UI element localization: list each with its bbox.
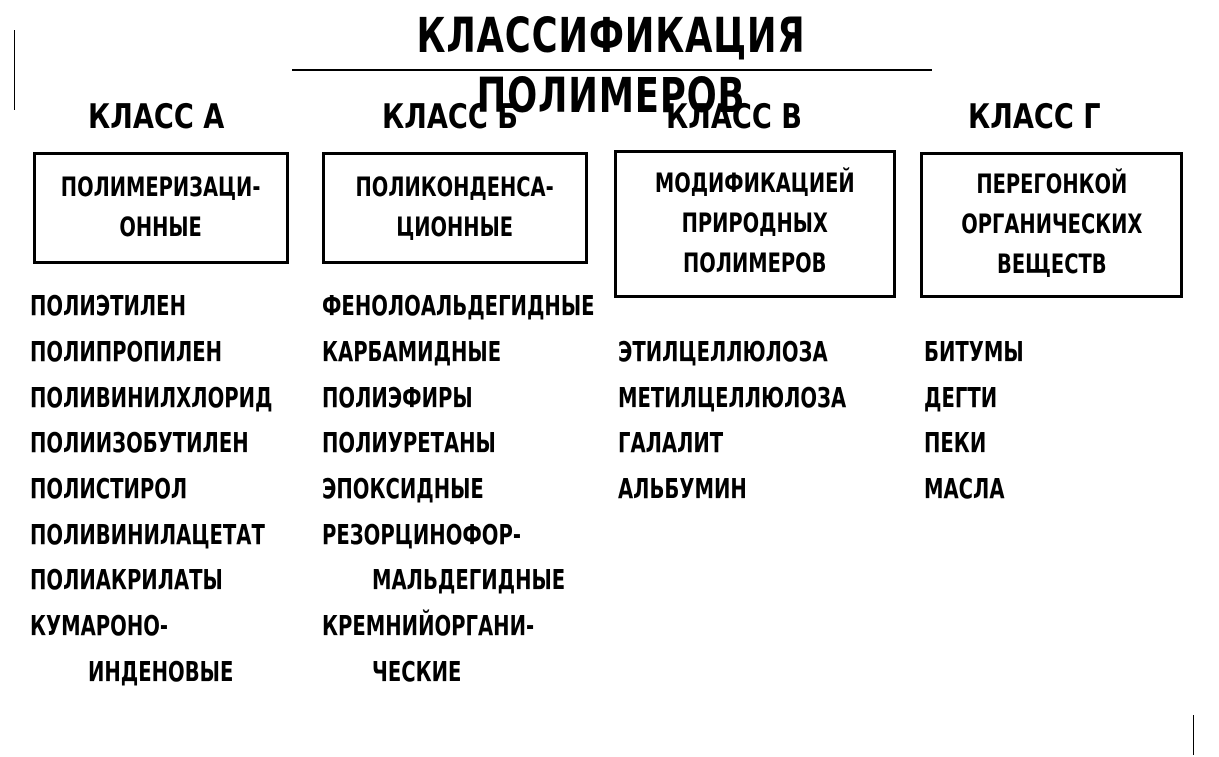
class-a-label: КЛАСС А — [88, 97, 225, 137]
title-underline — [292, 69, 932, 71]
class-a-item: ПОЛИВИНИЛАЦЕТАТ — [30, 518, 265, 551]
class-v-box-text: МОДИФИКАЦИЕЙ ПРИРОДНЫХ ПОЛИМЕРОВ — [655, 168, 855, 279]
class-g-item: МАСЛА — [924, 472, 1005, 505]
class-v-item: ЭТИЛЦЕЛЛЮЛОЗА — [618, 335, 828, 368]
class-b-item: ФЕНОЛОАЛЬДЕГИДНЫЕ — [322, 289, 595, 322]
class-a-item: ПОЛИПРОПИЛЕН — [30, 335, 223, 368]
class-a-box: ПОЛИМЕРИЗАЦИ- ОННЫЕ — [33, 152, 289, 264]
class-b-item: ЧЕСКИЕ — [372, 655, 462, 688]
class-b-item: РЕЗОРЦИНОФОР- — [322, 518, 521, 551]
class-a-item: ПОЛИСТИРОЛ — [30, 472, 188, 505]
class-b-item: МАЛЬДЕГИДНЫЕ — [372, 563, 566, 596]
scan-edge-mark — [14, 30, 15, 110]
class-b-item: ПОЛИЭФИРЫ — [322, 381, 473, 414]
class-v-box: МОДИФИКАЦИЕЙ ПРИРОДНЫХ ПОЛИМЕРОВ — [614, 150, 896, 298]
class-g-item: ДЕГТИ — [924, 381, 998, 414]
class-b-item: ПОЛИУРЕТАНЫ — [322, 426, 496, 459]
class-b-box-text: ПОЛИКОНДЕНСА- ЦИОННЫЕ — [355, 172, 555, 243]
class-v-item: АЛЬБУМИН — [618, 472, 747, 505]
class-g-box: ПЕРЕГОНКОЙ ОРГАНИЧЕСКИХ ВЕЩЕСТВ — [920, 152, 1183, 298]
class-a-item: ПОЛИАКРИЛАТЫ — [30, 563, 223, 596]
class-v-label: КЛАСС В — [666, 97, 802, 137]
class-a-item: КУМАРОНО- — [30, 609, 169, 642]
class-a-item: ПОЛИВИНИЛХЛОРИД — [30, 381, 273, 414]
class-a-item: ПОЛИЭТИЛЕН — [30, 289, 186, 322]
class-b-item: КРЕМНИЙОРГАНИ- — [322, 609, 535, 642]
class-b-item: КАРБАМИДНЫЕ — [322, 335, 502, 368]
class-v-item: ГАЛАЛИТ — [618, 426, 724, 459]
class-v-item: МЕТИЛЦЕЛЛЮЛОЗА — [618, 381, 847, 414]
class-b-box: ПОЛИКОНДЕНСА- ЦИОННЫЕ — [322, 152, 588, 264]
class-a-item: ИНДЕНОВЫЕ — [88, 655, 234, 688]
class-g-item: ПЕКИ — [924, 426, 987, 459]
scan-edge-mark — [1193, 715, 1194, 755]
class-b-label: КЛАСС Б — [382, 97, 518, 137]
class-a-item: ПОЛИИЗОБУТИЛЕН — [30, 426, 249, 459]
class-g-box-text: ПЕРЕГОНКОЙ ОРГАНИЧЕСКИХ ВЕЩЕСТВ — [960, 169, 1143, 280]
class-g-item: БИТУМЫ — [924, 335, 1024, 368]
class-a-box-text: ПОЛИМЕРИЗАЦИ- ОННЫЕ — [61, 172, 261, 243]
class-b-item: ЭПОКСИДНЫЕ — [322, 472, 484, 505]
diagram-title: КЛАССИФИКАЦИЯ ПОЛИМЕРОВ — [416, 8, 806, 124]
class-g-label: КЛАСС Г — [968, 97, 1101, 137]
